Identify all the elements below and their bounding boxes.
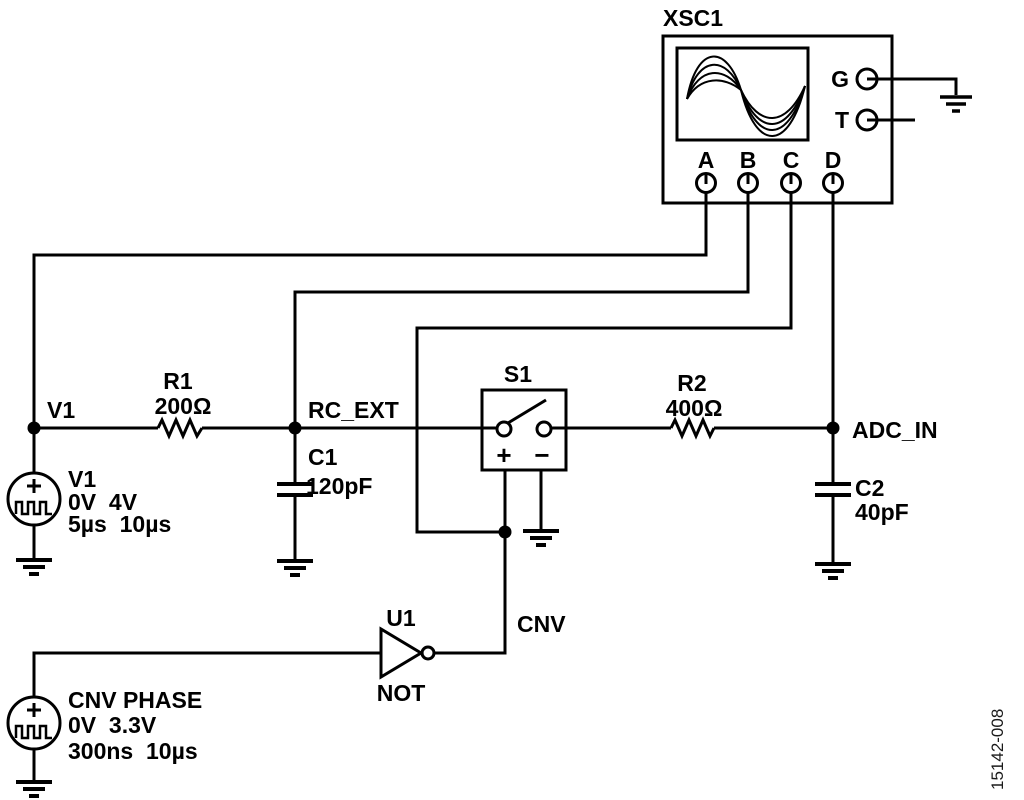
plus-sign <box>27 703 41 717</box>
plus-sign <box>27 479 41 493</box>
v1-source-circle <box>6 471 62 527</box>
wire-channel-c <box>415 173 793 534</box>
square-wave-glyph <box>14 724 52 740</box>
terminal-t-label: T <box>835 107 849 133</box>
v1-source-symbol <box>6 471 62 527</box>
channel-c-label: C <box>783 147 800 173</box>
v1-source-timing-label: 5µs 10µs <box>68 511 171 537</box>
sine-curve <box>686 79 806 119</box>
s1-plus-label: + <box>496 440 511 470</box>
terminal-d-circle <box>822 172 844 194</box>
c1-ref-label: C1 <box>308 444 338 470</box>
junction-rc-ext <box>288 421 302 435</box>
cnv-source-levels-label: 0V 3.3V <box>68 712 157 738</box>
figure-number: 15142-008 <box>988 709 1007 790</box>
u1-ref-label: U1 <box>386 605 416 631</box>
s1-lever <box>507 398 547 425</box>
cnv-source-name-label: CNV PHASE <box>68 687 202 713</box>
wire-cnv <box>435 532 507 655</box>
junction-adc-in <box>826 421 840 435</box>
ground-c1 <box>277 559 313 577</box>
ground-cnv-source <box>16 780 52 798</box>
v1-source-levels-label: 0V 4V <box>68 489 138 515</box>
channel-b-label: B <box>740 147 757 173</box>
s1-right-contact <box>535 420 553 438</box>
oscilloscope-name: XSC1 <box>663 5 723 31</box>
c2-ref-label: C2 <box>855 475 884 501</box>
s1-box <box>480 388 568 472</box>
oscilloscope-screen <box>675 46 810 142</box>
terminal-g-circle <box>855 67 879 91</box>
c2-value-label: 40pF <box>855 499 909 525</box>
not-gate-triangle <box>379 626 424 680</box>
not-gate-symbol <box>379 626 436 680</box>
c1-value-label: 120pF <box>306 473 372 499</box>
not-gate-bubble <box>420 645 436 661</box>
net-cnv-label: CNV <box>517 611 566 637</box>
junction-cnv <box>498 525 512 539</box>
ground-s1 <box>523 529 559 547</box>
labels: XSC1 A B C D G T V1 R1 200Ω RC_EXT C1 12… <box>47 5 1007 790</box>
channel-a-label: A <box>698 147 715 173</box>
wire-channel-a <box>32 173 708 428</box>
junction-dots <box>27 421 840 539</box>
channel-d-label: D <box>825 147 842 173</box>
square-wave-glyph <box>14 500 52 516</box>
wire-scope-g-ground <box>867 77 958 95</box>
s1-minus-label: − <box>534 440 549 470</box>
net-v1-label: V1 <box>47 397 75 423</box>
capacitor-symbols <box>277 482 851 497</box>
ground-symbols <box>16 95 972 798</box>
r1-ref-label: R1 <box>163 368 193 394</box>
r2-resistor-symbol <box>669 416 716 440</box>
c1-plates <box>277 482 313 497</box>
c2-plates <box>815 482 851 497</box>
r2-value-label: 400Ω <box>666 395 723 421</box>
oscilloscope-screen-waveforms <box>686 55 806 137</box>
oscilloscope-body <box>661 34 894 205</box>
ground-c2 <box>815 562 851 580</box>
u1-gate-label: NOT <box>377 680 426 706</box>
wire-not-input <box>32 651 381 697</box>
s1-ref-label: S1 <box>504 361 532 387</box>
net-rc-ext-label: RC_EXT <box>308 397 399 423</box>
terminal-c-circle <box>780 172 802 194</box>
ground-scope <box>940 95 972 113</box>
terminal-g-label: G <box>831 66 849 92</box>
r1-resistor-symbol <box>156 416 204 440</box>
terminal-a-circle <box>695 172 717 194</box>
wires <box>32 77 958 780</box>
terminal-t-circle <box>855 108 879 132</box>
net-adc-in-label: ADC_IN <box>852 417 938 443</box>
switch-s1-symbol <box>480 388 568 472</box>
cnv-source-circle <box>6 695 62 751</box>
ground-v1-source <box>16 558 52 576</box>
junction-v1 <box>27 421 41 435</box>
oscilloscope-symbol <box>661 34 894 205</box>
v1-source-name-label: V1 <box>68 466 96 492</box>
s1-left-contact <box>495 420 513 438</box>
r1-value-label: 200Ω <box>155 393 212 419</box>
r2-ref-label: R2 <box>677 370 706 396</box>
cnv-source-timing-label: 300ns 10µs <box>68 738 198 764</box>
terminal-b-circle <box>737 172 759 194</box>
cnv-source-symbol <box>6 695 62 751</box>
